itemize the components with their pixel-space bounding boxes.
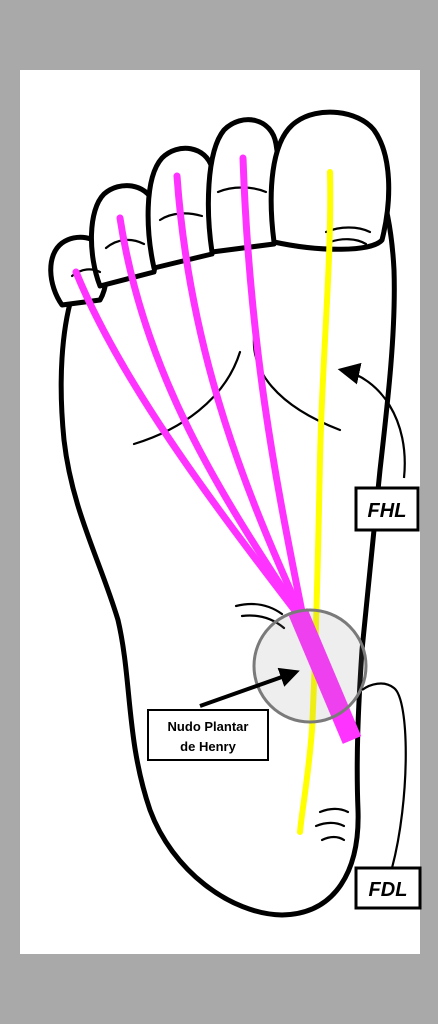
crease-big-toe-2 bbox=[328, 238, 368, 246]
henry-knot-circle bbox=[252, 608, 368, 724]
fdl-main-tendon bbox=[288, 608, 362, 744]
fdl-tendon-fourth-toe bbox=[116, 214, 302, 616]
crease-heel-3 bbox=[320, 835, 346, 842]
crease-arch-1 bbox=[234, 603, 284, 616]
fhl-label: FHL bbox=[354, 486, 420, 532]
crease-heel-1 bbox=[318, 807, 350, 814]
fhl-leader-arrow bbox=[337, 362, 406, 479]
crease-arch-2 bbox=[240, 614, 286, 630]
fdl-leader-line bbox=[361, 682, 407, 869]
crease-heel-2 bbox=[314, 821, 346, 828]
fdl-label: FDL bbox=[354, 866, 422, 910]
fdl-tendon-second-toe bbox=[239, 154, 306, 616]
henry-knot-label-line1: Nudo Plantar bbox=[168, 719, 249, 734]
fhl-label-text: FHL bbox=[368, 500, 407, 522]
henry-knot-arrow bbox=[199, 667, 300, 708]
henry-knot-label: Nudo Plantar de Henry bbox=[147, 709, 269, 761]
fdl-tendon-third-toe bbox=[173, 172, 304, 616]
henry-knot-label-line2: de Henry bbox=[180, 739, 236, 754]
fhl-tendon bbox=[297, 169, 334, 835]
fdl-label-text: FDL bbox=[369, 879, 408, 901]
crease-ball-lateral bbox=[132, 350, 242, 446]
fdl-tendon-little-toe bbox=[72, 268, 300, 616]
